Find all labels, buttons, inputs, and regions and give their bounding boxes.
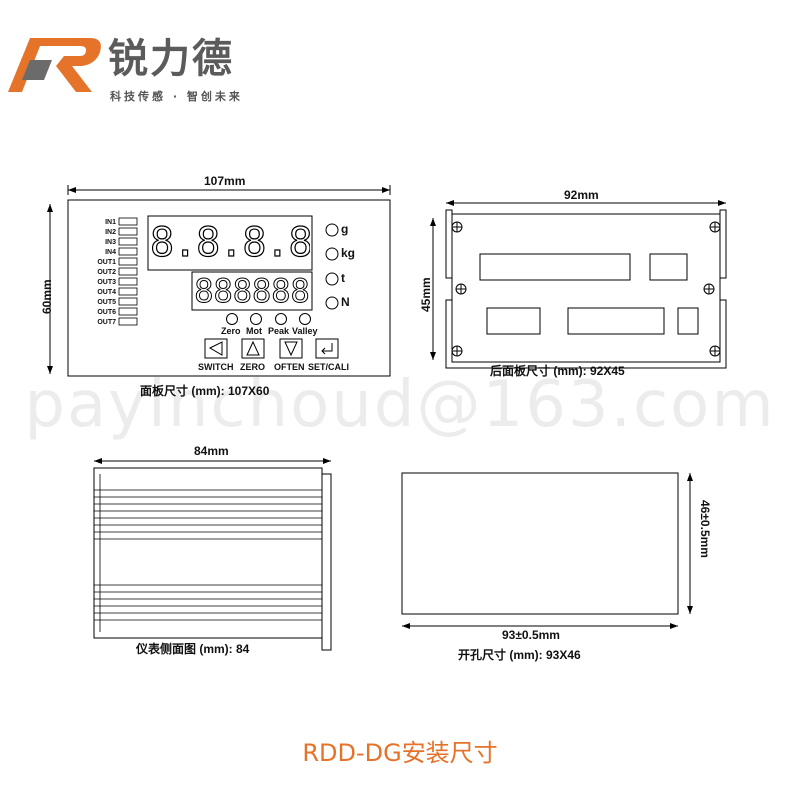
unit-t-label: t [341, 271, 345, 285]
display-bottom: 888888 [194, 272, 310, 310]
side-view [93, 458, 332, 651]
io-led-column [118, 217, 138, 326]
output-labels: OUT1 OUT2 OUT3 OUT4 OUT5 OUT6 OUT7 [97, 259, 116, 326]
back-width-label: 92mm [564, 188, 599, 202]
cutout-height-label: 46±0.5mm [698, 500, 712, 558]
key-often-label: OFTEN [274, 362, 305, 372]
unit-kg-label: kg [341, 246, 356, 260]
key-switch-icon [204, 338, 228, 359]
back-height-label: 45mm [419, 277, 433, 312]
display-top: 8.8.8.8.8.8. [150, 219, 310, 266]
page-title: RDD-DG安装尺寸 [302, 739, 498, 767]
unit-n-label: N [341, 295, 350, 309]
r-logo-mark-icon [8, 38, 101, 92]
front-caption: 面板尺寸 (mm): 107X60 [140, 384, 270, 398]
front-height-label: 60mm [40, 279, 54, 314]
key-often-icon [279, 338, 303, 359]
indicator-valley-label: Valley [292, 326, 318, 336]
front-view [47, 185, 391, 377]
key-switch-label: SWITCH [198, 362, 234, 372]
back-caption: 后面板尺寸 (mm): 92X45 [490, 364, 625, 378]
unit-g-label: g [341, 222, 349, 236]
indicator-zero-label: Zero [221, 326, 241, 336]
front-width-label: 107mm [204, 174, 246, 188]
brand-name: 锐力德 [108, 36, 234, 82]
brand-slogan: 科技传感 · 智创未来 [110, 90, 243, 103]
side-width-label: 84mm [194, 444, 229, 458]
key-zero-icon [241, 338, 265, 359]
watermark: payinchoud@163.com [24, 368, 776, 442]
side-caption: 仪表侧面图 (mm): 84 [136, 642, 250, 656]
input-labels: IN1 IN2 IN3 IN4 [105, 219, 116, 256]
indicator-peak-label: Peak [268, 326, 290, 336]
key-zero-label: ZERO [240, 362, 266, 372]
indicator-mot-label: Mot [246, 326, 262, 336]
back-view [430, 200, 727, 369]
key-setcali-label: SET/CALI [308, 362, 350, 372]
cutout-view [401, 472, 693, 629]
cutout-width-label: 93±0.5mm [502, 628, 560, 642]
cutout-caption: 开孔尺寸 (mm): 93X46 [458, 648, 581, 662]
key-enter-icon [315, 338, 339, 359]
screw-hole-icon [451, 221, 721, 357]
